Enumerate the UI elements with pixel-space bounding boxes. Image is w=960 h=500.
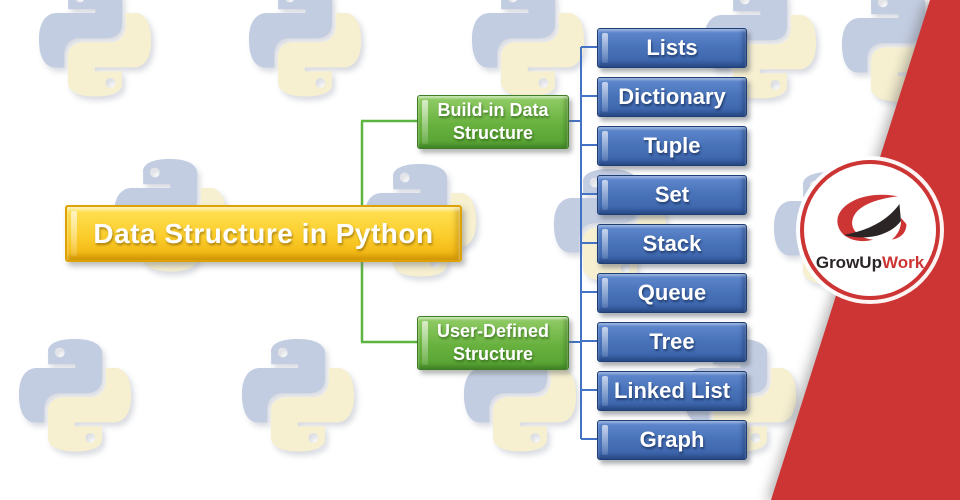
leaf-node-set: Set: [597, 175, 747, 215]
brand-name-work: Work: [881, 252, 925, 272]
leaf-node-graph: Graph: [597, 420, 747, 460]
group-node-userdefined: User-Defined Structure: [417, 316, 569, 370]
leaf-label: Tuple: [643, 133, 701, 158]
leaf-label: Set: [654, 182, 690, 207]
leaf-node-dictionary: Dictionary: [597, 77, 747, 117]
leaf-node-tuple: Tuple: [597, 126, 747, 166]
brand-name: GrowUpWork: [816, 253, 924, 273]
leaf-label: Lists: [646, 35, 698, 60]
root-node-label: Data Structure in Python: [93, 217, 434, 249]
leaf-label: Graph: [639, 427, 705, 452]
group-userdefined-line1: User-Defined: [436, 320, 550, 341]
leaf-label: Dictionary: [618, 84, 726, 109]
brand-name-growup: GrowUp: [815, 252, 882, 272]
leaf-label: Tree: [649, 329, 695, 354]
leaf-label: Queue: [637, 280, 707, 305]
root-node-title: Data Structure in Python: [65, 205, 462, 262]
leaf-node-linked-list: Linked List: [597, 371, 747, 411]
growupwork-logo-badge: GrowUpWork: [800, 160, 940, 300]
group-builtin-line2: Structure: [452, 123, 533, 143]
leaf-node-tree: Tree: [597, 322, 747, 362]
leaf-node-lists: Lists: [597, 28, 747, 68]
leaf-node-stack: Stack: [597, 224, 747, 264]
leaf-label: Linked List: [613, 378, 731, 403]
group-node-builtin: Build-in Data Structure: [417, 95, 569, 149]
leaf-label: Stack: [642, 231, 702, 256]
growupwork-g-icon: [837, 194, 907, 241]
group-builtin-line1: Build-in Data: [437, 99, 549, 120]
group-userdefined-line2: Structure: [452, 344, 533, 364]
leaf-node-queue: Queue: [597, 273, 747, 313]
blue-connectors: [567, 46, 598, 440]
